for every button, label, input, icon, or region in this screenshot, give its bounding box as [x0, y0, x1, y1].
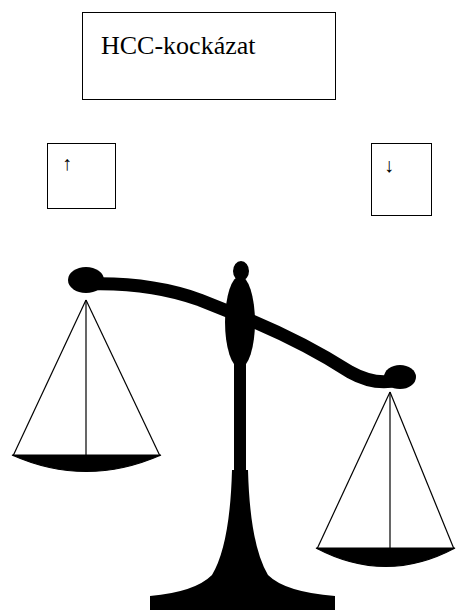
- beam-end: [68, 267, 104, 293]
- arrow-box: ↓: [371, 143, 432, 216]
- right-pan: [316, 392, 455, 567]
- node-text: HCC-kockázat: [101, 31, 317, 61]
- scale-knob: [233, 261, 249, 281]
- left-pan: [12, 300, 161, 472]
- title-box: HCC-kockázat: [82, 12, 336, 100]
- node-text: ↓: [384, 154, 419, 177]
- beam-end: [384, 365, 416, 389]
- node-text: ↑: [62, 152, 101, 175]
- scale-pivot: [225, 276, 255, 368]
- arrow-box: ↑: [47, 143, 116, 209]
